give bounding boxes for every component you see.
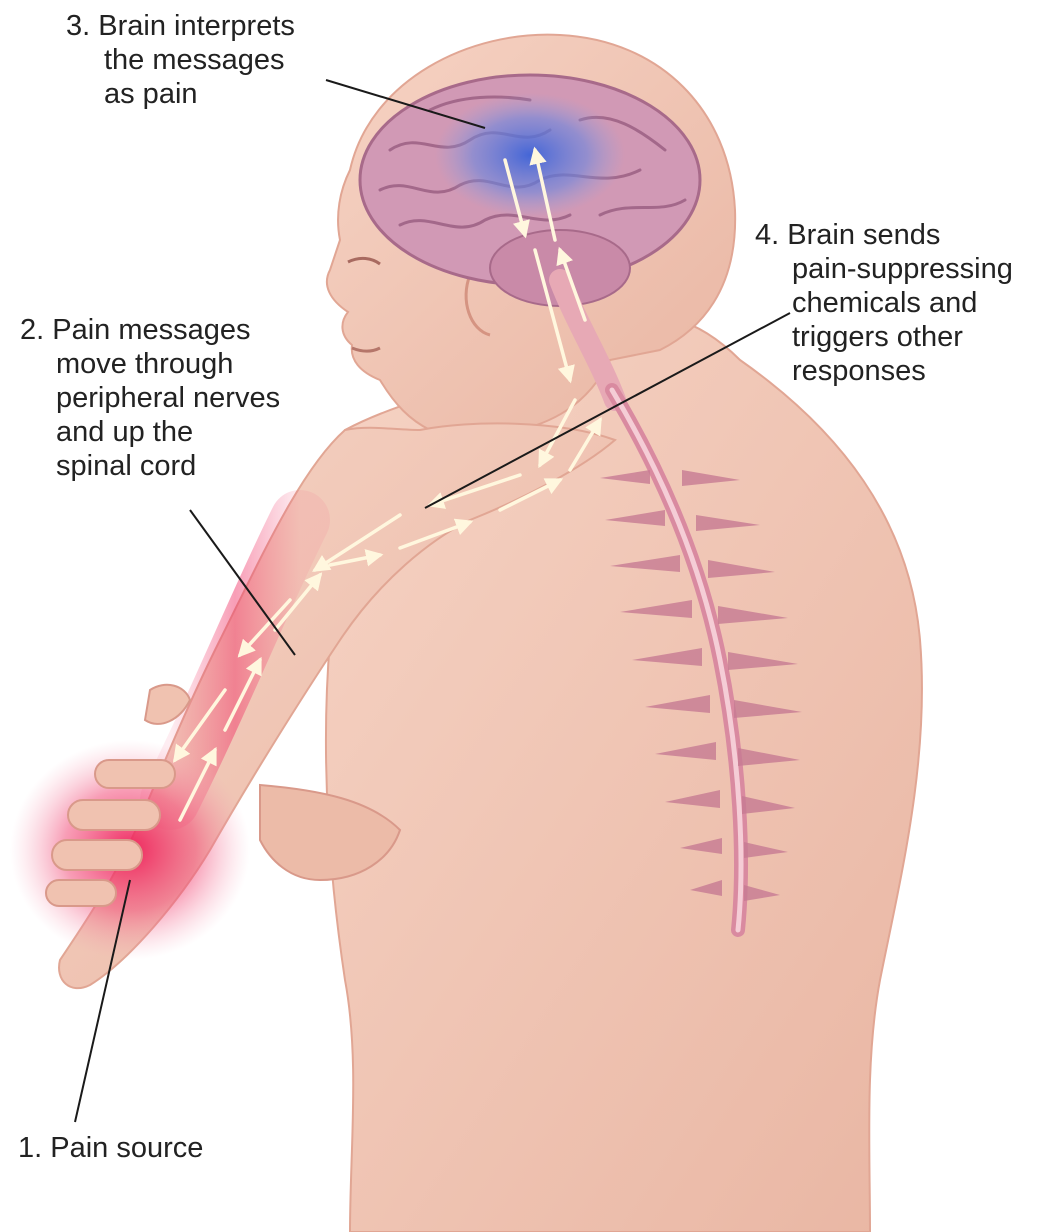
label-brain-sends: 4. Brain sends pain-suppressing chemical… xyxy=(755,218,1013,388)
brain-active-region xyxy=(435,93,625,217)
label-line: as pain xyxy=(66,77,295,111)
label-pain-source: 1. Pain source xyxy=(18,1131,203,1165)
label-line: 2. Pain messages xyxy=(20,313,280,347)
label-line: 1. Pain source xyxy=(18,1131,203,1165)
label-line: triggers other xyxy=(755,320,1013,354)
label-brain-interprets: 3. Brain interprets the messages as pain xyxy=(66,9,295,111)
label-line: spinal cord xyxy=(20,449,280,483)
label-line: move through xyxy=(20,347,280,381)
label-line: responses xyxy=(755,354,1013,388)
label-line: the messages xyxy=(66,43,295,77)
label-line: 4. Brain sends xyxy=(755,218,1013,252)
label-line: peripheral nerves xyxy=(20,381,280,415)
label-line: pain-suppressing xyxy=(755,252,1013,286)
label-line: and up the xyxy=(20,415,280,449)
label-pain-messages: 2. Pain messages move through peripheral… xyxy=(20,313,280,483)
label-line: 3. Brain interprets xyxy=(66,9,295,43)
label-line: chemicals and xyxy=(755,286,1013,320)
